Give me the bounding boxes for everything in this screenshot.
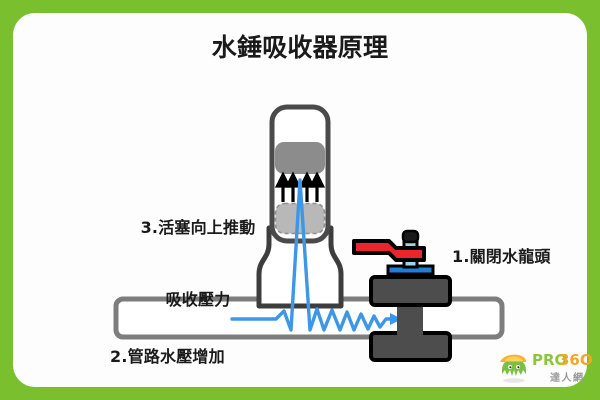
arrow-2 — [284, 171, 302, 202]
mascot-hat-dome — [505, 356, 523, 361]
upward-force-arrows — [274, 171, 326, 202]
wave-path — [230, 178, 398, 332]
step-3-label-line2: 吸收壓力 — [165, 290, 231, 309]
page-title: 水錘吸收器原理 — [211, 33, 389, 62]
pressure-shock-wave — [230, 178, 402, 332]
valve-upper-block — [369, 275, 452, 307]
step-2-label: 2.管路水壓增加 — [110, 347, 225, 366]
logo-360-text: 36O — [559, 351, 593, 369]
red-valve-lever — [352, 239, 426, 262]
arrow-1 — [274, 171, 292, 202]
step-3-label: 3.活塞向上推動 吸收壓力 — [112, 168, 284, 360]
arrow-4 — [308, 171, 326, 202]
piston-block — [275, 142, 325, 174]
mascot-body — [502, 359, 526, 376]
octopus-mascot-icon — [500, 354, 526, 383]
wave-arrowhead — [390, 313, 402, 325]
step-1-label: 1.關閉水龍頭 — [452, 247, 551, 266]
arrestor-neck — [256, 225, 344, 309]
valve-assembly — [352, 229, 452, 362]
mascot-shadow — [503, 378, 525, 383]
valve-stem-cap — [401, 229, 420, 244]
mascot-pupil-right — [517, 366, 520, 369]
piston-raised-position — [275, 142, 325, 174]
mascot-pupil-left — [509, 366, 512, 369]
neck-outline — [256, 225, 344, 309]
logo-cn-text: 達人網 — [550, 373, 585, 384]
logo-pro-text: PRO — [532, 351, 568, 369]
pro360-logo: PRO 36O 達人網 — [498, 349, 593, 389]
step-3-label-line1: 3.活塞向上推動 — [140, 218, 256, 237]
arrow-3 — [298, 171, 316, 202]
